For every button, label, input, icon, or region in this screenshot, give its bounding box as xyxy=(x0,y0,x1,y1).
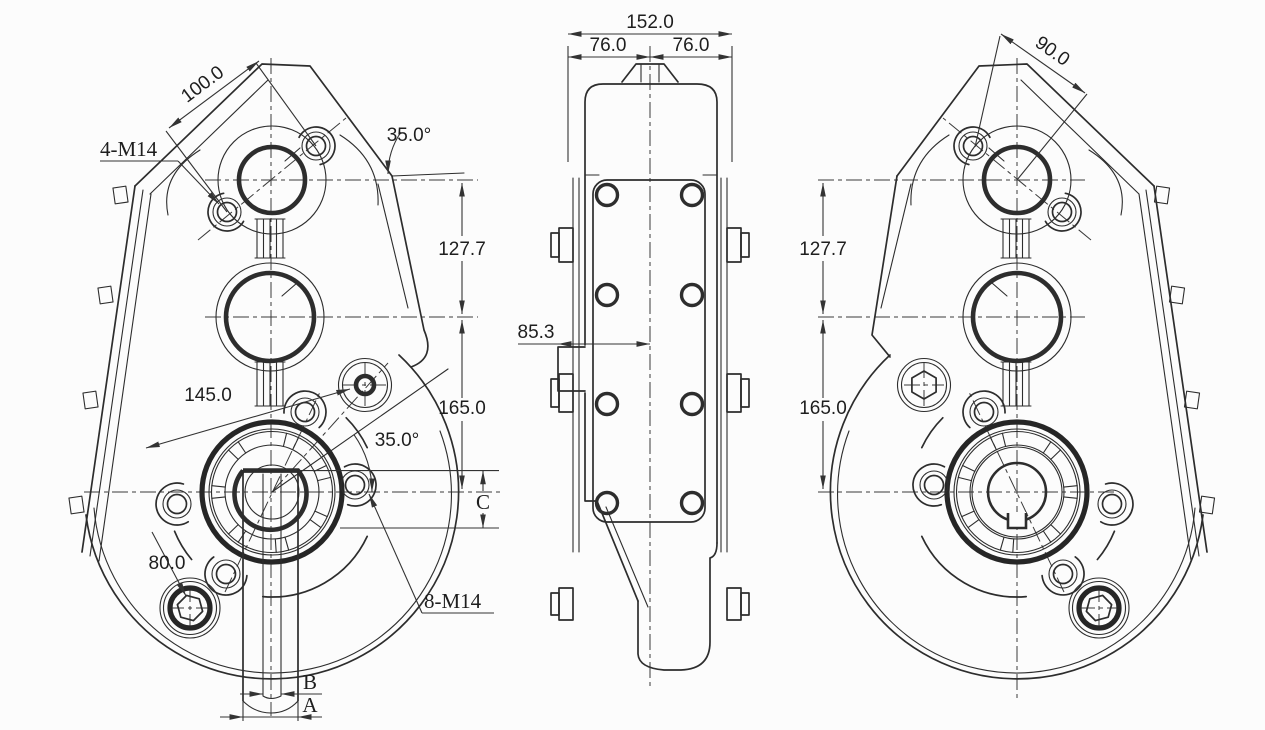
dim-top-angle: 35.0° xyxy=(387,125,432,146)
bolt-hole xyxy=(962,135,984,157)
dim-left-half: 76.0 xyxy=(590,35,627,56)
oil-spout xyxy=(596,500,639,602)
top-flange-boss xyxy=(217,125,327,235)
bolt-hole xyxy=(215,563,237,585)
dim-upper-center-distance: 127.7 xyxy=(799,239,847,260)
dim-drain-offset: 80.0 xyxy=(149,553,186,574)
bolt-hole xyxy=(344,474,366,496)
dim-key-height-label: C xyxy=(476,490,490,514)
cover-bolt-hole xyxy=(594,282,620,308)
side-flange-strip xyxy=(81,185,136,553)
top-bore xyxy=(236,144,308,216)
side-outline xyxy=(557,63,718,671)
cover-bolt-hole xyxy=(594,182,620,208)
front-dimensions: 100.0 4-M14 35.0° 127.7 165.0 145.0 35.0… xyxy=(100,60,499,721)
front-spline-ribs xyxy=(254,218,286,407)
rear-spline-ribs xyxy=(1000,218,1032,407)
front-view: 100.0 4-M14 35.0° 127.7 165.0 145.0 35.0… xyxy=(68,58,500,721)
drain-ring xyxy=(167,585,213,631)
bearing-spokes xyxy=(957,432,1078,553)
right-strut xyxy=(391,175,429,368)
callout-4-m14: 4-M14 xyxy=(100,137,158,161)
front-drain-plug xyxy=(159,577,221,639)
side-view: 152.0 76.0 76.0 85.3 xyxy=(518,12,750,690)
mid-bore xyxy=(223,270,317,364)
front-top-flange xyxy=(207,125,336,235)
bolt-hole xyxy=(1051,201,1073,223)
output-bore xyxy=(232,468,309,533)
mid-boss xyxy=(215,262,325,372)
rear-bearing xyxy=(912,390,1134,598)
side-flanges xyxy=(550,177,750,621)
dim-flange-span: 145.0 xyxy=(184,385,232,406)
dim-overall-width: 152.0 xyxy=(626,12,674,33)
cover-bolt-hole xyxy=(594,391,620,417)
rear-mid-bore xyxy=(962,262,1072,372)
dim-lower-center-distance: 165.0 xyxy=(799,398,847,419)
cover-bolt-hole xyxy=(679,282,705,308)
bolt-hole xyxy=(305,135,327,157)
bolt-hole xyxy=(923,474,945,496)
bolt-hole xyxy=(166,493,188,515)
bolt-hole xyxy=(1101,493,1123,515)
bolt-hole xyxy=(294,401,316,423)
plug-hex xyxy=(911,370,937,400)
dim-hub-dia-label: A xyxy=(302,693,318,717)
rear-view: 90.0 127.7 165.0 xyxy=(799,32,1216,700)
output-shaft-tube xyxy=(242,469,299,714)
drain-hex xyxy=(1085,594,1113,622)
keyway xyxy=(1006,513,1028,530)
dim-upper-center-distance: 127.7 xyxy=(438,239,486,260)
dim-right-half: 76.0 xyxy=(673,35,710,56)
bolt-hole xyxy=(216,201,238,223)
housing-body-arc xyxy=(85,354,460,680)
lifting-lug xyxy=(621,63,679,83)
callout-8-m14: 8-M14 xyxy=(424,589,482,613)
rear-top-flange xyxy=(953,125,1082,235)
rear-dimensions: 90.0 127.7 165.0 xyxy=(799,32,1088,489)
dim-face-to-center: 85.3 xyxy=(518,322,555,343)
rear-centerlines xyxy=(818,58,1119,700)
cover-bolt-hole xyxy=(679,490,705,516)
housing-wall-arc xyxy=(93,430,452,674)
flange-bolts xyxy=(1153,185,1216,515)
cover-plate xyxy=(592,179,706,523)
rear-drain-plug xyxy=(1068,577,1130,639)
cover-bolt-hole xyxy=(594,490,620,516)
mid-bore xyxy=(970,270,1064,364)
dim-lower-angle: 35.0° xyxy=(375,430,420,451)
side-cover-plate xyxy=(592,179,706,523)
idler-hole xyxy=(353,373,377,397)
top-bore xyxy=(981,144,1053,216)
dim-top-bolt-span: 90.0 xyxy=(1031,32,1073,70)
rear-hex-plug xyxy=(896,357,952,413)
bolt-hole xyxy=(973,401,995,423)
flange-bolts xyxy=(68,185,129,515)
front-mid-bore xyxy=(215,262,325,372)
dim-lower-center-distance: 165.0 xyxy=(438,398,486,419)
rear-outline xyxy=(829,63,1216,680)
front-idler-boss xyxy=(337,357,393,413)
bearing-outer-ring xyxy=(944,419,1090,565)
mount-tab xyxy=(557,346,586,392)
bolt-hole xyxy=(1052,563,1074,585)
dim-shaft-dia-label: B xyxy=(303,670,317,694)
side-dimensions: 152.0 76.0 76.0 85.3 xyxy=(518,12,733,347)
drain-ring xyxy=(1076,585,1122,631)
drain-hex xyxy=(176,594,204,622)
cover-bolt-hole xyxy=(679,391,705,417)
side-body xyxy=(584,83,718,544)
cover-bolt-hole xyxy=(679,182,705,208)
dim-top-bolt-span: 100.0 xyxy=(177,62,228,107)
